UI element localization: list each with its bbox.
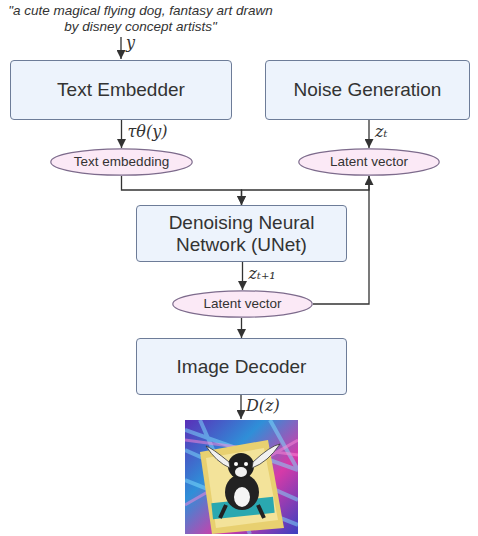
flow-arrow — [242, 176, 370, 205]
node-text: Denoising Neural Network (UNet) — [145, 212, 338, 256]
flow-arrow — [121, 120, 122, 148]
input-arrow — [120, 37, 121, 59]
node-text: Image Decoder — [177, 356, 307, 378]
node-text: Latent vector — [203, 296, 281, 312]
data-ellipse: Text embedding — [50, 148, 193, 176]
flow-arrow — [122, 176, 242, 205]
process-box: Text Embedder — [10, 60, 232, 120]
flow-arrow — [368, 120, 369, 148]
output-label: D(z) — [246, 396, 280, 415]
process-box: Denoising Neural Network (UNet) — [136, 205, 347, 262]
edge-label: zₜ₊₁ — [249, 264, 276, 283]
variable-label: y — [126, 33, 135, 52]
node-text: Latent vector — [330, 154, 408, 170]
flow-arrow — [241, 318, 242, 338]
process-box: Image Decoder — [136, 338, 347, 395]
node-text: Text Embedder — [57, 79, 185, 101]
edge-label: zₜ — [375, 122, 387, 141]
node-text: Noise Generation — [294, 79, 442, 101]
data-ellipse: Latent vector — [298, 148, 440, 176]
edge-label: τθ(y) — [128, 122, 168, 141]
process-box: Noise Generation — [265, 60, 470, 120]
flow-arrow — [242, 262, 243, 290]
data-ellipse: Latent vector — [172, 290, 313, 318]
output-arrow — [240, 395, 241, 419]
prompt-text: "a cute magical flying dog, fantasy art … — [3, 3, 278, 35]
node-text: Text embedding — [74, 154, 169, 170]
generated-image — [185, 420, 298, 534]
